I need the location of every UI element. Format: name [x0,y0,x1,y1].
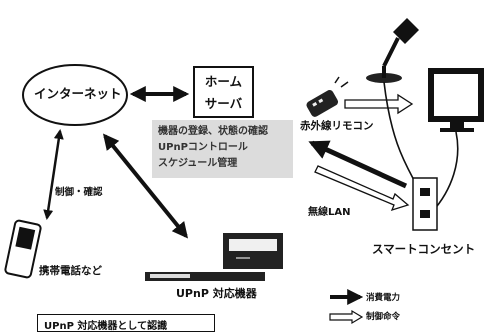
home-server-box: ホーム サーバ [193,66,254,118]
desk-lamp-icon [366,18,419,83]
power-data-arrow [308,140,408,189]
mobile-phone-label: 携帯電話など [39,265,102,277]
internet-label: インターネット [34,86,122,101]
legend-command-label: 制御命令 [366,312,401,322]
mobile-phone-icon [4,219,42,279]
upnp-devices-label: UPnP 対応機器 [176,287,257,300]
tv-icon [428,68,484,132]
home-server-line1: ホーム [204,74,243,89]
upnp-recognition-box: UPnP 対応機器として認識 [37,314,215,332]
internet-ellipse [22,64,128,126]
ir-command-arrow [344,93,414,115]
smart-outlet-icon [412,177,438,231]
wireless-lan-label: 無線LAN [308,207,351,218]
arrow-internet-phone [43,129,64,220]
upnp-recorder-icon [145,272,265,281]
wireless-lan-arrow [314,165,410,212]
home-server-line2: サーバ [204,96,243,111]
upnp-router-icon [223,233,283,269]
arrow-internet-upnp [102,133,189,239]
legend-power-label: 消費電力 [366,293,401,303]
ir-remote-label: 赤外線リモコン [300,120,374,132]
server-function-2: UPnPコントロール [158,142,248,153]
server-function-3: スケジュール管理 [158,158,238,169]
ir-remote-icon [306,76,349,117]
legend-command-line [329,309,364,325]
smart-outlet-label: スマートコンセント [372,242,476,256]
control-check-label: 制御・確認 [55,187,103,198]
server-function-1: 機器の登録、状態の確認 [158,126,268,137]
server-functions-box: 機器の登録、状態の確認 UPnPコントロール スケジュール管理 [152,120,293,178]
